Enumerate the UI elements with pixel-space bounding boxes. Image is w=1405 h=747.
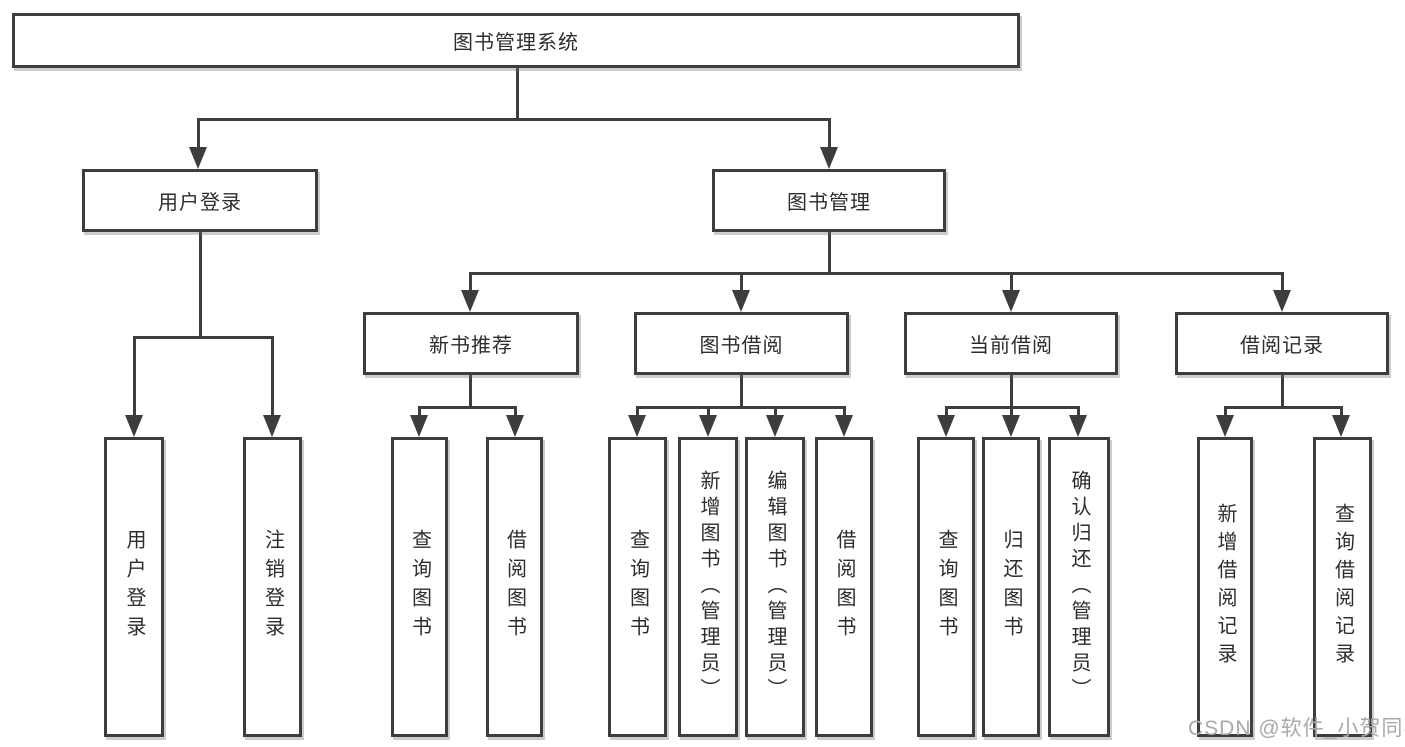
arrowhead-down-icon: [937, 415, 955, 437]
arrowhead-down-icon: [263, 415, 281, 437]
arrowhead-down-icon: [1069, 415, 1087, 437]
connector-vline: [514, 409, 517, 415]
arrowhead-down-icon: [1002, 415, 1020, 437]
connector-vline: [469, 275, 472, 290]
connector-vline: [1010, 409, 1013, 415]
leaf-borrow-borrow-books: 借阅图书: [815, 437, 873, 737]
connector-hline: [636, 406, 846, 409]
leaf-borrow-add-book-admin: 新增图书（管理员）: [678, 437, 738, 737]
arrowhead-down-icon: [1273, 290, 1291, 312]
node-book-borrow: 图书借阅: [634, 312, 849, 375]
watermark: CSDN @软件_小贺同学: [1188, 717, 1405, 740]
connector-hline: [945, 406, 1080, 409]
connector-vline: [843, 409, 846, 415]
leaf-current-return-books: 归还图书: [982, 437, 1040, 737]
leaf-records-query-record: 查询借阅记录: [1313, 437, 1372, 737]
leaf-current-confirm-return-admin: 确认归还（管理员）: [1048, 437, 1110, 737]
connector-vline: [133, 339, 136, 415]
node-user-login: 用户登录: [82, 169, 318, 232]
arrowhead-down-icon: [461, 290, 479, 312]
arrowhead-down-icon: [766, 415, 784, 437]
connector-vline: [1281, 275, 1284, 290]
connector-vline: [1224, 409, 1227, 415]
arrowhead-down-icon: [506, 415, 524, 437]
connector-vline: [516, 68, 519, 121]
node-book-management: 图书管理: [712, 169, 946, 232]
connector-vline: [1010, 275, 1013, 290]
node-root: 图书管理系统: [12, 13, 1020, 68]
arrowhead-down-icon: [410, 415, 428, 437]
connector-vline: [469, 375, 472, 409]
leaf-current-query-books: 查询图书: [917, 437, 975, 737]
arrowhead-down-icon: [699, 415, 717, 437]
connector-vline: [636, 409, 639, 415]
leaf-logout: 注销登录: [243, 437, 302, 737]
connector-vline: [707, 409, 710, 415]
leaf-records-add-record: 新增借阅记录: [1197, 437, 1253, 737]
arrowhead-down-icon: [628, 415, 646, 437]
node-new-book-recommend: 新书推荐: [363, 312, 579, 375]
connector-vline: [271, 339, 274, 415]
arrowhead-down-icon: [1332, 415, 1350, 437]
connector-vline: [418, 409, 421, 415]
connector-vline: [1010, 375, 1013, 409]
connector-hline: [418, 406, 517, 409]
arrowhead-down-icon: [835, 415, 853, 437]
connector-vline: [199, 232, 202, 339]
connector-hline: [1224, 406, 1343, 409]
connector-vline: [1281, 375, 1284, 409]
leaf-newbooks-query-books: 查询图书: [391, 437, 448, 737]
leaf-borrow-edit-book-admin: 编辑图书（管理员）: [745, 437, 805, 737]
connector-vline: [774, 409, 777, 415]
leaf-user-login: 用户登录: [104, 437, 164, 737]
connector-vline: [828, 232, 831, 275]
connector-vline: [828, 121, 831, 148]
connector-vline: [197, 121, 200, 148]
arrowhead-down-icon: [732, 290, 750, 312]
connector-vline: [945, 409, 948, 415]
node-borrow-records: 借阅记录: [1175, 312, 1389, 375]
connector-vline: [740, 375, 743, 409]
arrowhead-down-icon: [1002, 290, 1020, 312]
connector-hline: [133, 336, 274, 339]
connector-vline: [1340, 409, 1343, 415]
connector-vline: [740, 275, 743, 290]
arrowhead-down-icon: [1216, 415, 1234, 437]
connector-hline: [197, 118, 831, 121]
connector-hline: [469, 272, 1284, 275]
arrowhead-down-icon: [189, 147, 207, 169]
node-current-borrow: 当前借阅: [904, 312, 1118, 375]
connector-vline: [1077, 409, 1080, 415]
leaf-newbooks-borrow-books: 借阅图书: [486, 437, 543, 737]
arrowhead-down-icon: [820, 147, 838, 169]
arrowhead-down-icon: [125, 415, 143, 437]
leaf-borrow-query-books: 查询图书: [608, 437, 667, 737]
